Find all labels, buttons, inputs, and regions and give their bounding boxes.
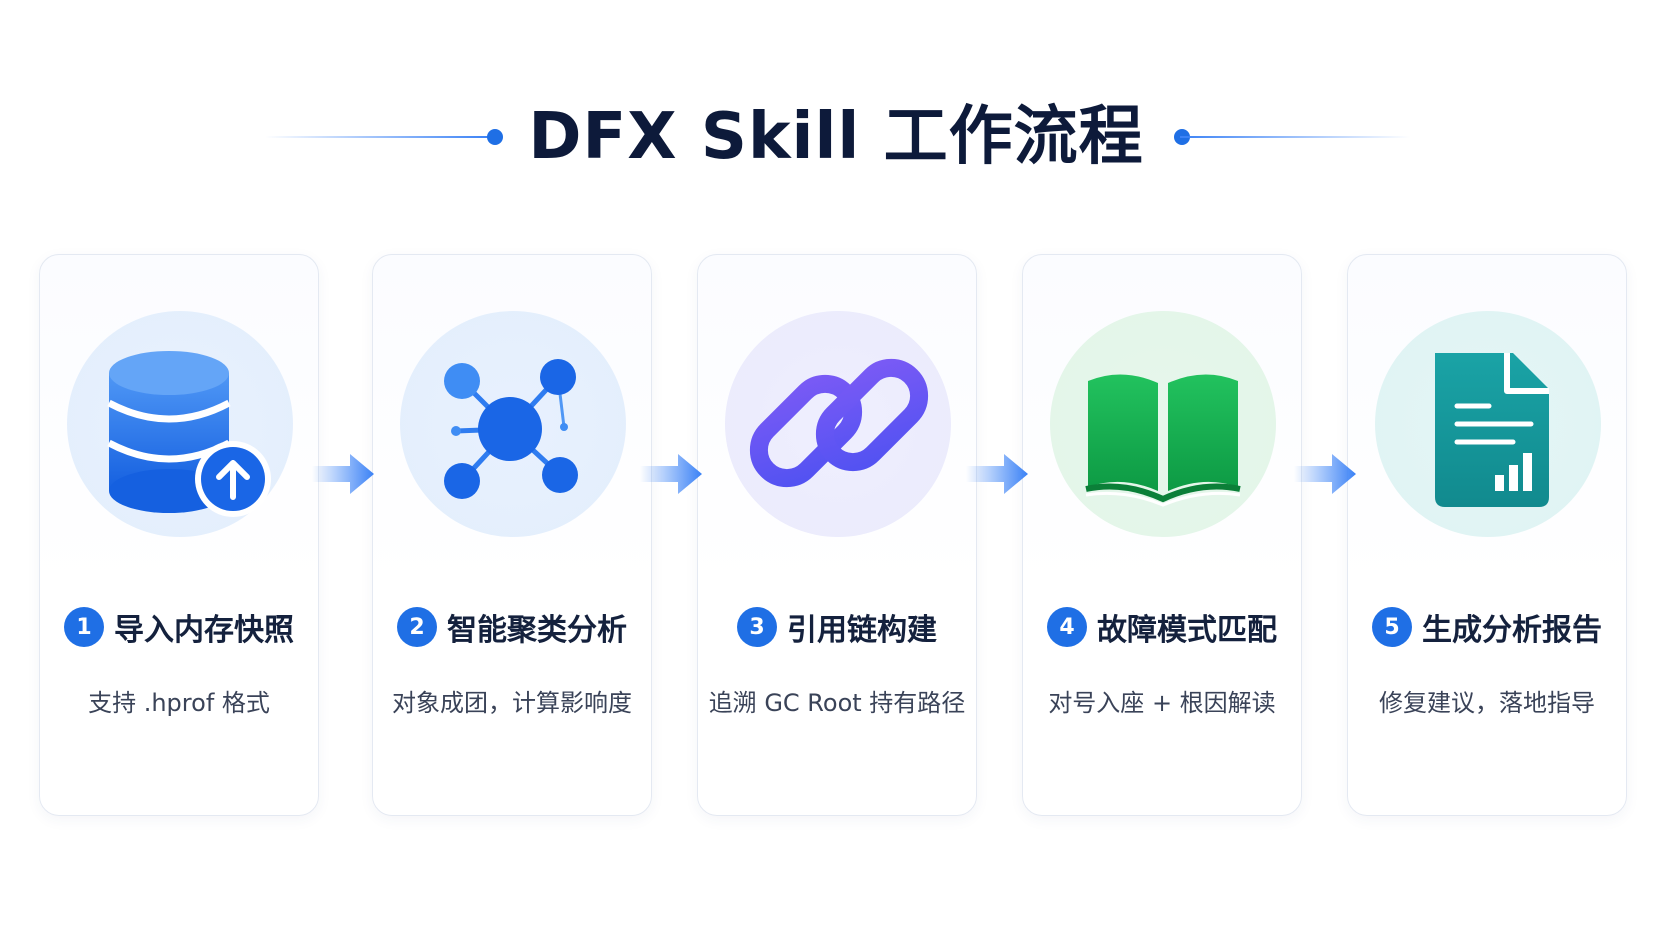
step-title: 导入内存快照: [114, 613, 294, 648]
step-number-badge: 5: [1372, 607, 1412, 647]
step-card-4: 4 故障模式匹配 对号入座 + 根因解读: [1022, 254, 1302, 816]
title-decoration-dot-left: [487, 129, 503, 145]
step-number-badge: 1: [64, 607, 104, 647]
step-number-badge: 3: [737, 607, 777, 647]
flow-arrow-icon: [312, 454, 374, 494]
step-number-badge: 4: [1047, 607, 1087, 647]
report-document-icon: [1375, 311, 1601, 537]
step-card-2: 2 智能聚类分析 对象成团，计算影响度: [372, 254, 652, 816]
database-upload-icon: [67, 311, 293, 537]
step-card-3: 3 引用链构建 追溯 GC Root 持有路径: [697, 254, 977, 816]
step-heading: 1 导入内存快照: [40, 605, 318, 649]
flow-arrow-icon: [966, 454, 1028, 494]
step-heading: 3 引用链构建: [698, 605, 976, 649]
title-row: DFX Skill 工作流程: [0, 92, 1672, 182]
open-book-icon: [1050, 311, 1276, 537]
flow-arrow-icon: [640, 454, 702, 494]
step-title: 引用链构建: [787, 613, 937, 648]
title-decoration-line-left: [265, 136, 490, 138]
step-card-5: 5 生成分析报告 修复建议，落地指导: [1347, 254, 1627, 816]
page-title: DFX Skill 工作流程: [528, 100, 1144, 174]
step-description: 支持 .hprof 格式: [88, 689, 270, 717]
step-heading: 2 智能聚类分析: [373, 605, 651, 649]
step-heading: 4 故障模式匹配: [1023, 605, 1301, 649]
step-title: 智能聚类分析: [447, 613, 627, 648]
step-title: 生成分析报告: [1422, 613, 1602, 648]
step-description: 对象成团，计算影响度: [392, 689, 632, 717]
flow-arrow-icon: [1294, 454, 1356, 494]
link-chain-icon: [725, 311, 951, 537]
step-description: 修复建议，落地指导: [1379, 689, 1595, 717]
step-heading: 5 生成分析报告: [1348, 605, 1626, 649]
cluster-network-icon: [400, 311, 626, 537]
step-number-badge: 2: [397, 607, 437, 647]
step-description: 对号入座 + 根因解读: [1048, 689, 1276, 717]
step-card-1: 1 导入内存快照 支持 .hprof 格式: [39, 254, 319, 816]
step-title: 故障模式匹配: [1097, 613, 1277, 648]
title-decoration-line-right: [1180, 136, 1410, 138]
step-description: 追溯 GC Root 持有路径: [708, 689, 966, 717]
